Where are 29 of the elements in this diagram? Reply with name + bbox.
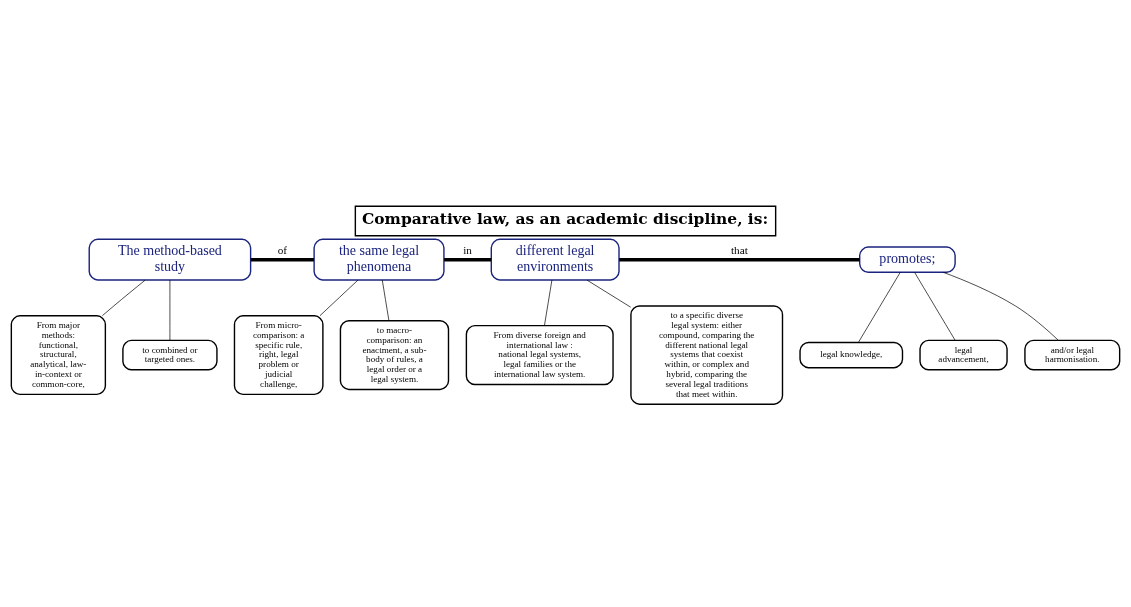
connector <box>169 279 171 341</box>
connector <box>619 257 860 262</box>
node-box: to combined or targeted ones. <box>122 339 218 371</box>
node-box: and/or legal harmonisation. <box>1024 339 1121 371</box>
node-box: legal advancement, <box>919 339 1008 371</box>
connector <box>858 272 901 343</box>
connector <box>544 279 553 326</box>
connector <box>942 272 1059 341</box>
connector <box>914 272 956 341</box>
edge-label: in <box>463 243 472 256</box>
node-box: the same legal phenomena <box>313 238 445 281</box>
node-box: From major methods: functional, structural, analytical, law-in-context or common-core, <box>10 315 107 396</box>
node-box: From micro-comparison: a specific rule, right, legal problem or judicial challenge, <box>233 315 324 396</box>
edge-label: that <box>730 243 748 256</box>
connector <box>102 279 146 316</box>
node-box: to a specific diverse legal system: either compound, comparing the different national legal systems that coexist within, or complex and hybrid, comparing the several legal traditions that meet within. <box>630 305 784 405</box>
connector <box>319 279 359 317</box>
node-box: to macro-comparison: an enactment, a sub-body of rules, a legal order or a legal system. <box>339 320 450 391</box>
node-box: From diverse foreign and international law : national legal systems, legal families or the international law system. <box>465 324 614 386</box>
node-box: promotes; <box>859 246 956 273</box>
connector <box>250 257 314 262</box>
node-box: different legal environments <box>490 238 620 281</box>
node-box: legal knowledge, <box>799 341 904 369</box>
connector <box>586 279 631 308</box>
node-box: The method-based study <box>88 238 252 281</box>
edge-label: of <box>277 243 288 256</box>
connector <box>444 257 492 262</box>
connector <box>381 279 390 321</box>
diagram-title: Comparative law, as an academic discipline, is: <box>362 210 769 229</box>
